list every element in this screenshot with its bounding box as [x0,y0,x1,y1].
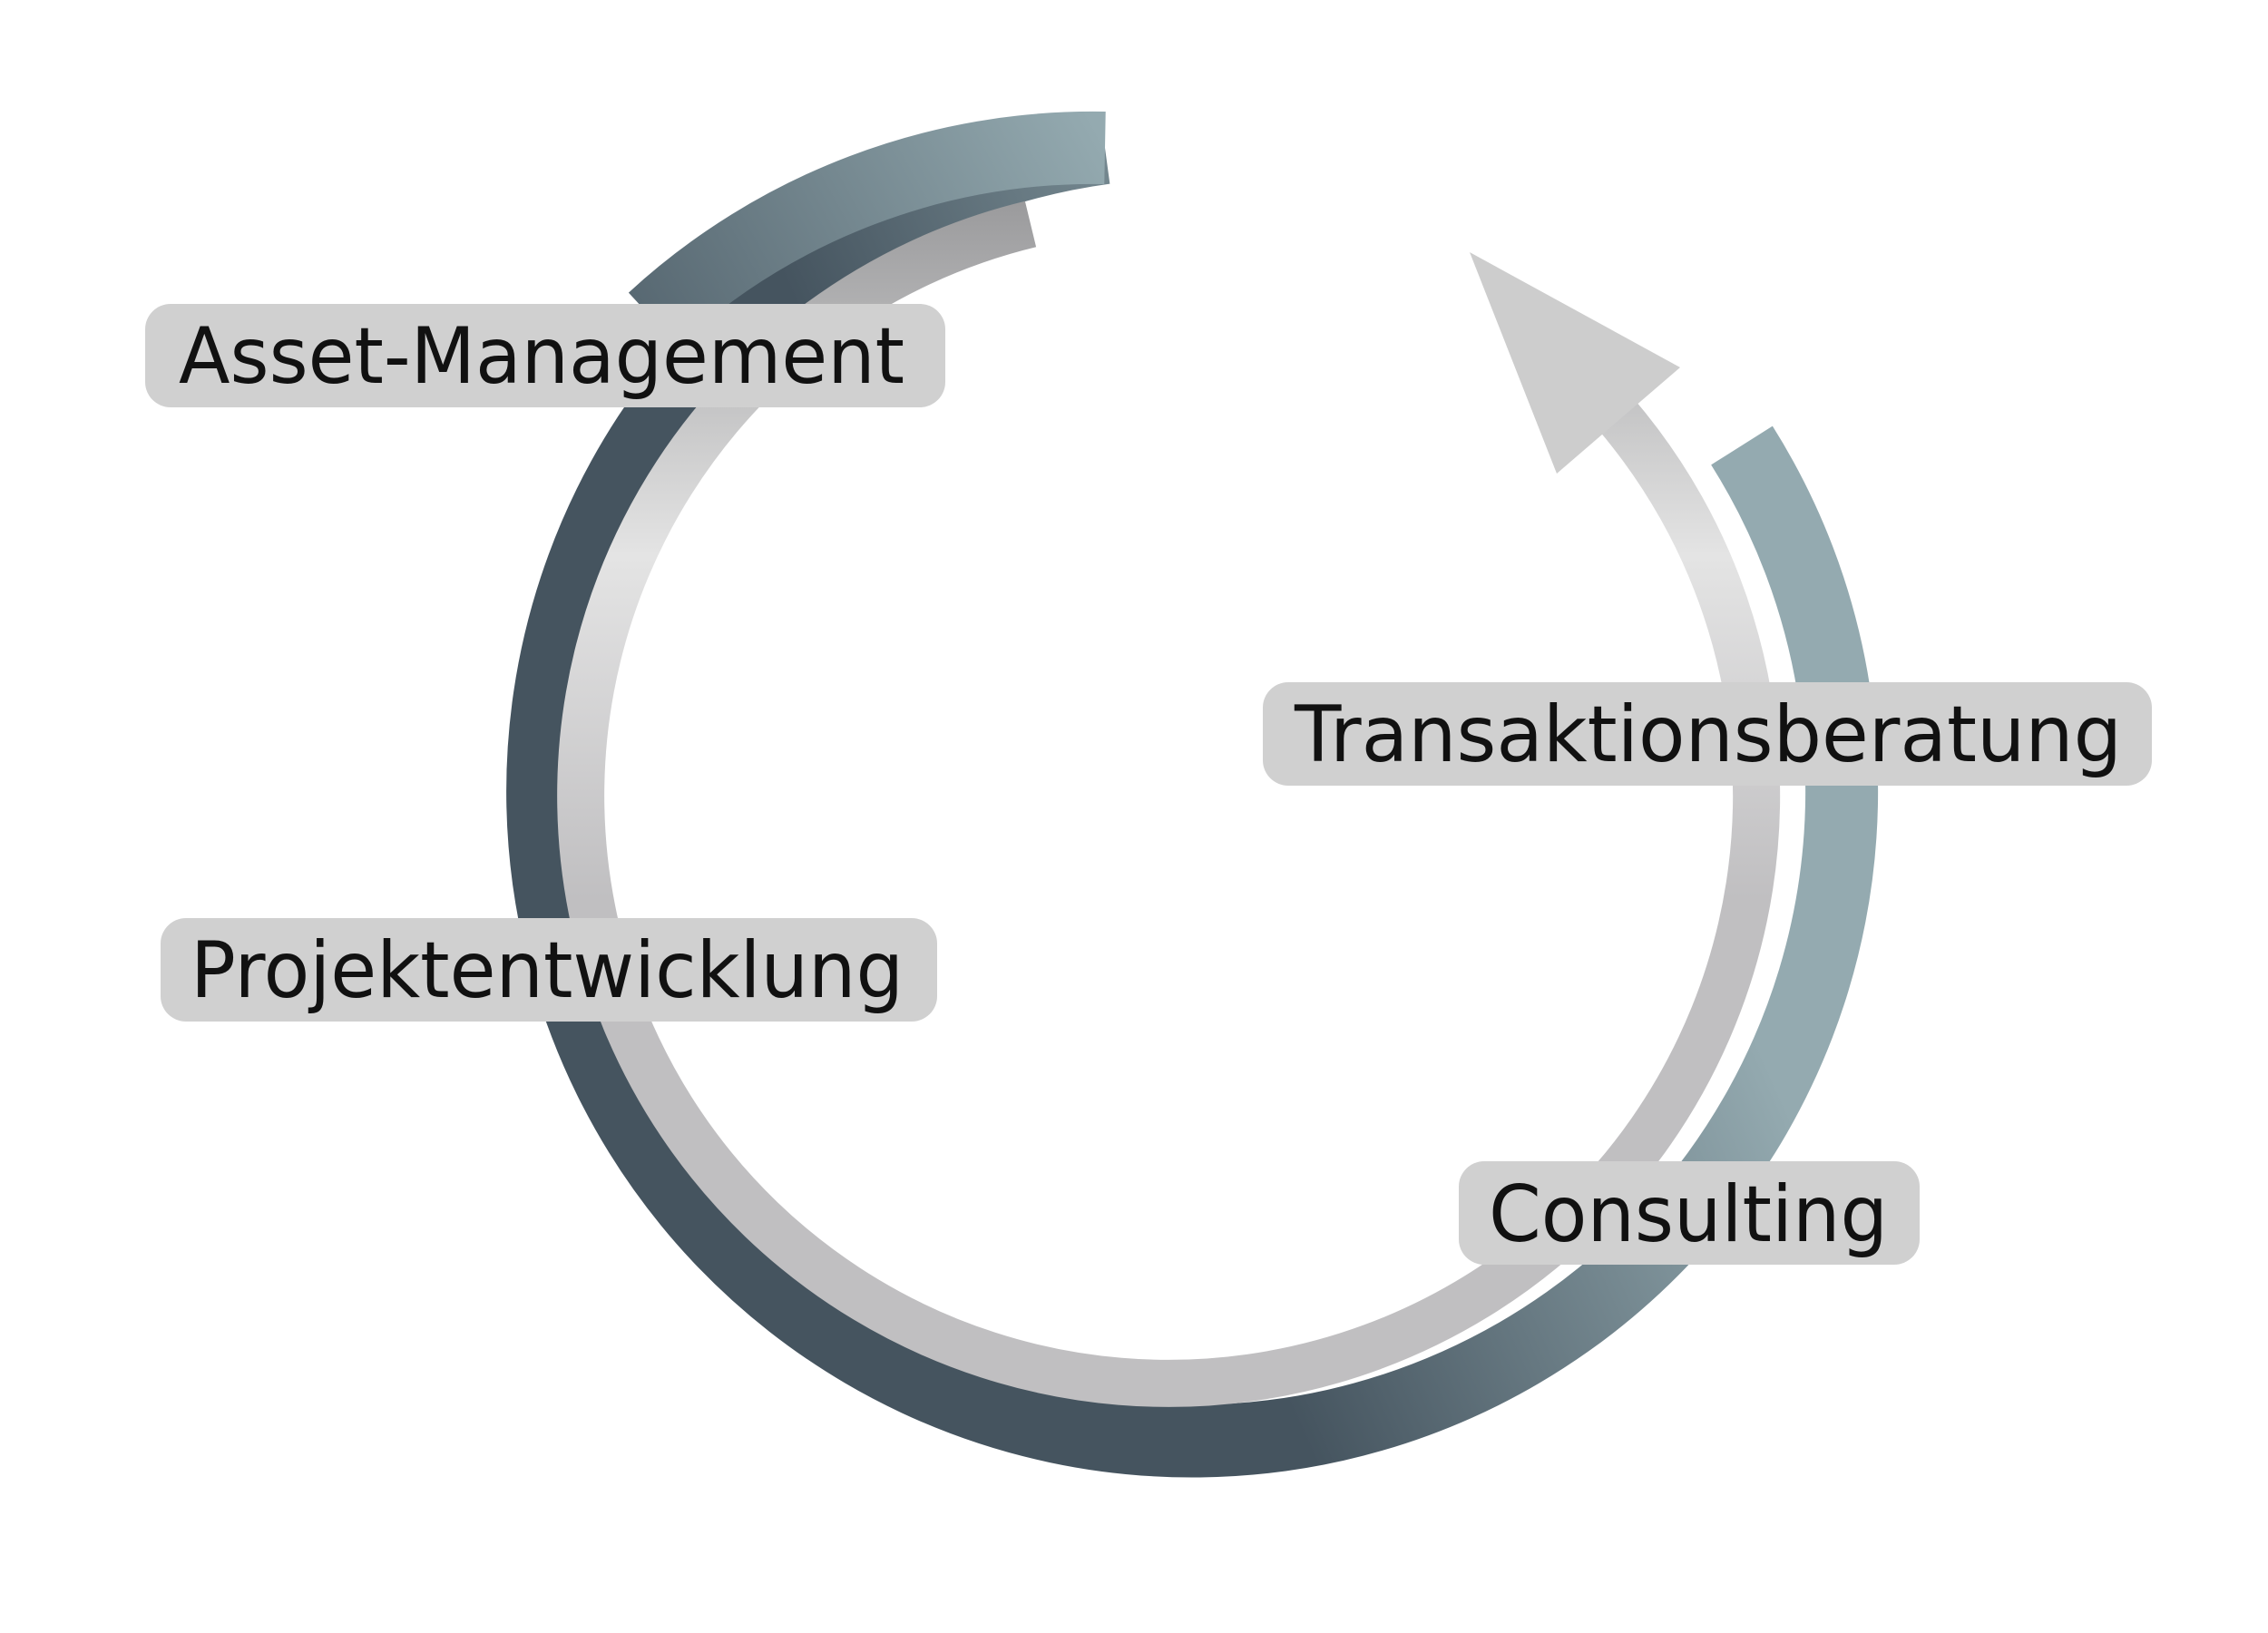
label-asset-management: Asset-Management [145,304,945,407]
label-pill [1459,1161,1920,1265]
label-pill [145,304,945,407]
label-consulting: Consulting [1459,1161,1920,1265]
inner-cycle-band [557,200,1781,1407]
label-transaktionsberatung: Transaktionsberatung [1263,682,2152,786]
cycle-arrowhead [1470,252,1680,474]
label-pill [1263,682,2152,786]
label-pill [161,918,937,1022]
outer-cycle-band-top [628,111,1106,347]
stage-label-projektentwicklung: Projektentwicklung [191,925,904,1016]
label-projektentwicklung: Projektentwicklung [161,918,937,1022]
stage-label-transaktionsberatung: Transaktionsberatung [1294,689,2122,780]
outer-cycle-band [506,112,1879,1478]
stage-label-asset-management: Asset-Management [179,311,904,402]
stage-label-consulting: Consulting [1489,1169,1888,1260]
